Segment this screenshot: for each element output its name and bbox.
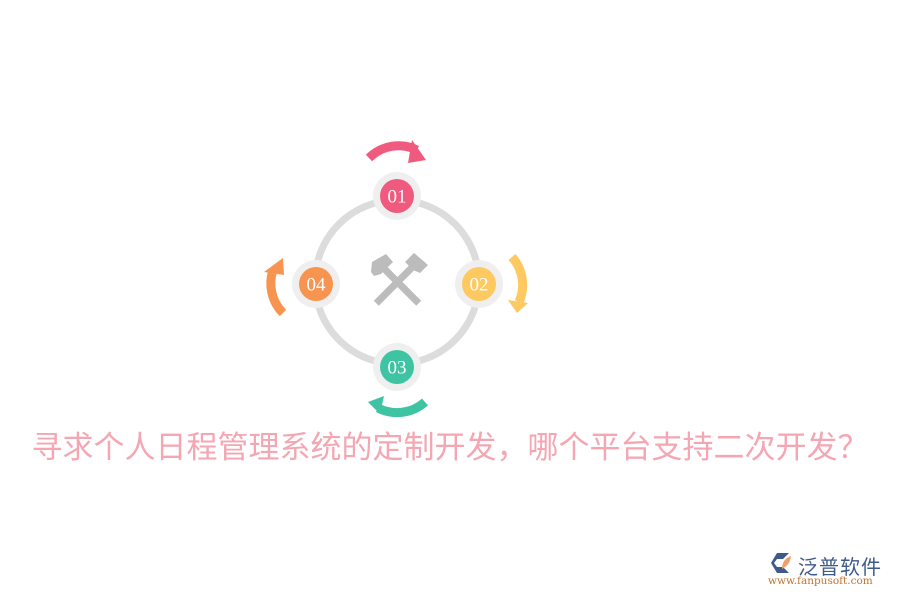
- logo-icon: [771, 553, 791, 573]
- logo-name: 泛普软件: [798, 555, 882, 579]
- arrow-right-icon: [508, 254, 528, 313]
- node-01: 01: [373, 172, 421, 220]
- arrow-top-icon: [365, 140, 426, 163]
- node-label: 01: [388, 187, 407, 208]
- node-03: 03: [373, 343, 421, 391]
- brand-logo: 泛普软件 www.fanpusoft.com: [768, 551, 898, 591]
- node-02: 02: [455, 260, 503, 308]
- crossed-hammers-icon: [371, 253, 428, 306]
- arrow-left-icon: [264, 258, 287, 317]
- arrow-bottom-icon: [368, 396, 428, 418]
- node-label: 02: [470, 275, 489, 296]
- logo-url: www.fanpusoft.com: [768, 575, 873, 587]
- node-label: 03: [388, 358, 407, 379]
- cycle-diagram: 01 02 03 04: [264, 140, 528, 418]
- node-label: 04: [307, 275, 327, 296]
- page-title: 寻求个人日程管理系统的定制开发，哪个平台支持二次开发？: [31, 430, 869, 466]
- cycle-diagram-graphic: 01 02 03 04: [264, 140, 528, 418]
- node-04: 04: [292, 260, 340, 308]
